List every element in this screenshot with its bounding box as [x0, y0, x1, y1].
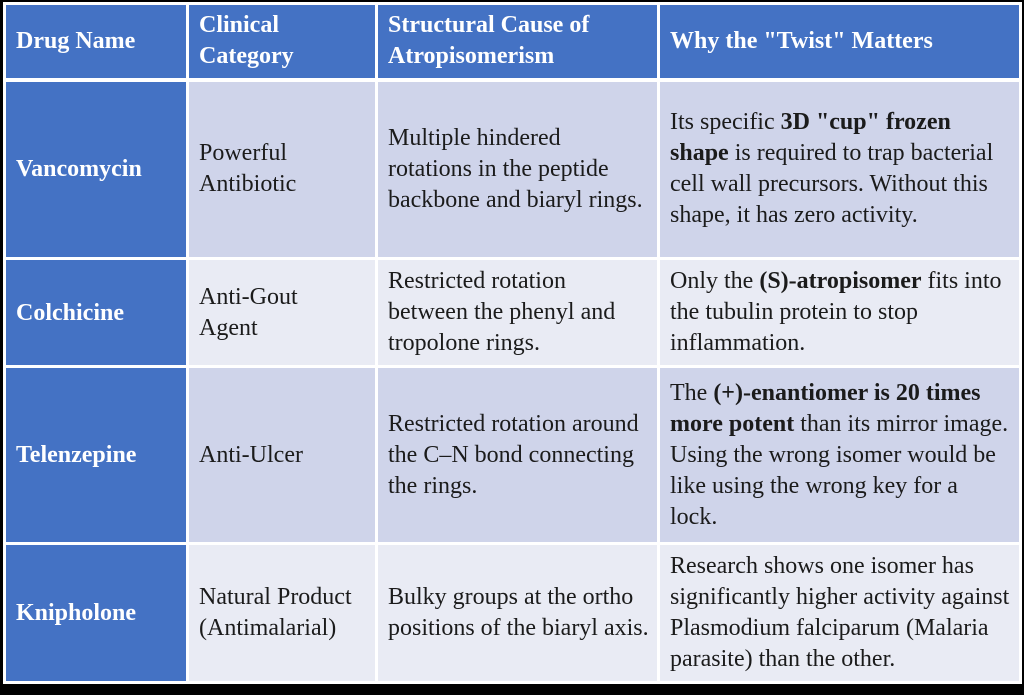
emphasis-text: (S)-atropisomer [759, 268, 922, 294]
drug-name-cell: Vancomycin [3, 78, 189, 260]
structural-cause-cell: Bulky groups at the ortho positions of t… [375, 542, 660, 684]
header-row: Drug Name Clinical Category Structural C… [3, 2, 1022, 82]
drug-atropisomerism-table: Drug Name Clinical Category Structural C… [3, 2, 1022, 684]
twist-matters-cell: Research shows one isomer has significan… [657, 542, 1022, 684]
structural-cause-cell: Restricted rotation around the C–N bond … [375, 365, 660, 545]
drug-name-cell: Telenzepine [3, 365, 189, 545]
plain-text: than its mirror image. Using the wrong i… [670, 410, 1009, 530]
twist-matters-cell: Its specific 3D "cup" frozen shape is re… [657, 78, 1022, 260]
clinical-category-cell: Anti-Gout Agent [186, 257, 378, 368]
table-header: Drug Name Clinical Category Structural C… [3, 2, 1022, 82]
drug-name-cell: Knipholone [3, 542, 189, 684]
column-header-clinical-category: Clinical Category [186, 2, 378, 82]
plain-text: fits into the tubulin protein to stop in… [670, 268, 1002, 356]
structural-cause-cell: Multiple hindered rotations in the pepti… [375, 78, 660, 260]
plain-text: Research shows one isomer has significan… [670, 553, 1010, 672]
column-header-structural-cause: Structural Cause of Atropisomerism [375, 2, 660, 82]
column-header-twist-matters: Why the "Twist" Matters [657, 2, 1022, 82]
plain-text: Only the [670, 268, 760, 294]
plain-text: The [670, 379, 714, 406]
clinical-category-cell: Anti-Ulcer [186, 365, 378, 545]
clinical-category-cell: Powerful Antibiotic [186, 78, 378, 260]
twist-matters-cell: Only the (S)-atropisomer fits into the t… [657, 257, 1022, 368]
structural-cause-cell: Restricted rotation between the phenyl a… [375, 257, 660, 368]
plain-text: is required to trap bacterial cell wall … [670, 140, 994, 229]
plain-text: Its specific [670, 109, 781, 136]
column-header-drug-name: Drug Name [3, 2, 189, 82]
drug-name-cell: Colchicine [3, 257, 189, 368]
emphasis-text: 3D "cup" frozen shape [670, 109, 951, 167]
twist-matters-cell: The (+)-enantiomer is 20 times more pote… [657, 365, 1022, 545]
emphasis-text: (+)-enantiomer is 20 times more potent [670, 379, 981, 437]
clinical-category-cell: Natural Product (Antimalarial) [186, 542, 378, 684]
